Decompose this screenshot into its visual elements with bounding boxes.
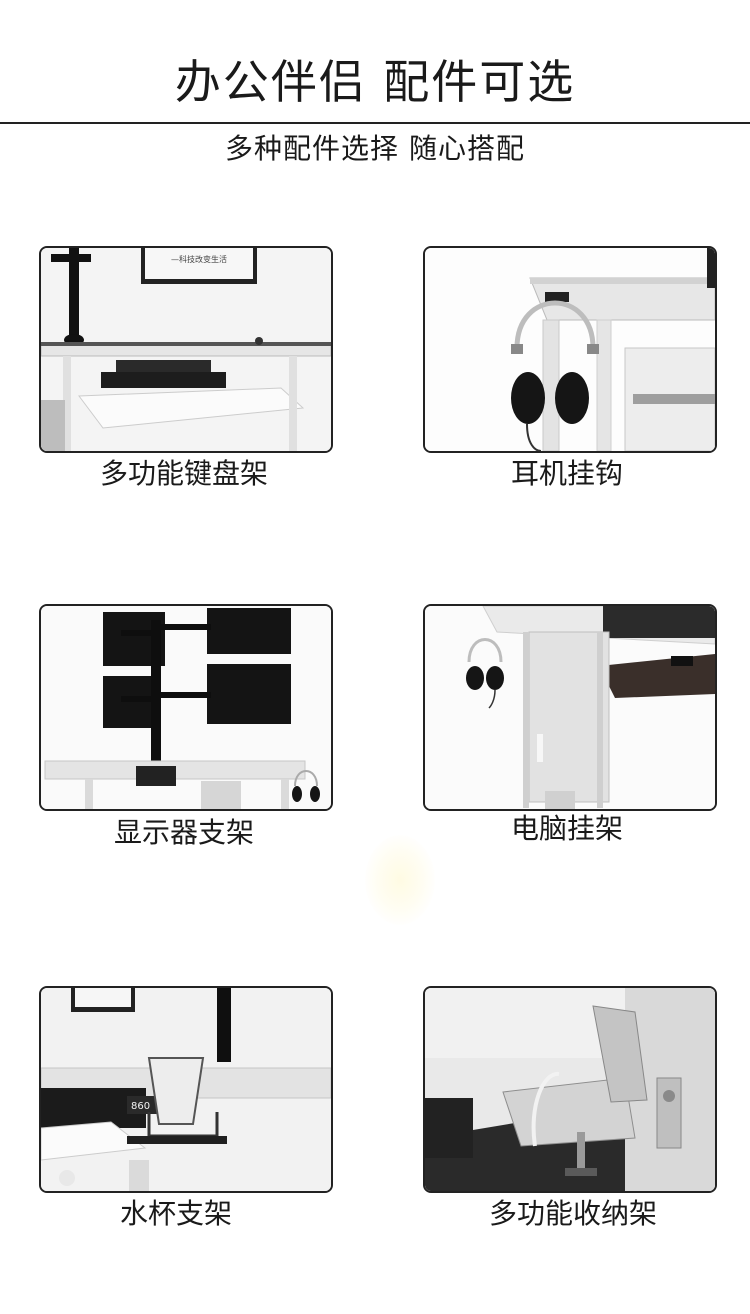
product-image-cup-holder[interactable]: 860 (39, 986, 333, 1193)
product-name-keyboard-tray: 多功能键盘架 (99, 457, 268, 490)
storage-rack-illustration (425, 988, 715, 1191)
product-image-monitor-arm[interactable] (39, 604, 333, 811)
product-image-keyboard-tray[interactable]: —科技改变生活 (39, 246, 333, 453)
cup-holder-illustration: 860 (41, 988, 331, 1191)
product-name-monitor-arm: 显示器支架 (113, 816, 254, 849)
product-name-headphone-hook: 耳机挂钩 (510, 457, 623, 490)
product-name-storage-rack: 多功能收纳架 (488, 1197, 657, 1230)
product-image-headphone-hook[interactable] (423, 246, 717, 453)
monitor-arm-illustration (41, 606, 331, 809)
page-title: 办公伴侣 配件可选 (174, 55, 576, 109)
decorative-glow (365, 835, 435, 925)
headphone-hook-illustration (425, 248, 715, 451)
page-subtitle: 多种配件选择 随心搭配 (225, 132, 525, 165)
product-image-storage-rack[interactable] (423, 986, 717, 1193)
title-divider (0, 122, 750, 124)
pc-holder-illustration (425, 606, 715, 809)
product-image-pc-holder[interactable] (423, 604, 717, 811)
keyboard-tray-illustration: —科技改变生活 (41, 248, 331, 451)
control-panel-display: 860 (131, 1101, 150, 1112)
product-name-pc-holder: 电脑挂架 (510, 812, 623, 845)
product-name-cup-holder: 水杯支架 (119, 1197, 232, 1230)
monitor-screen-text: —科技改变生活 (171, 254, 227, 264)
